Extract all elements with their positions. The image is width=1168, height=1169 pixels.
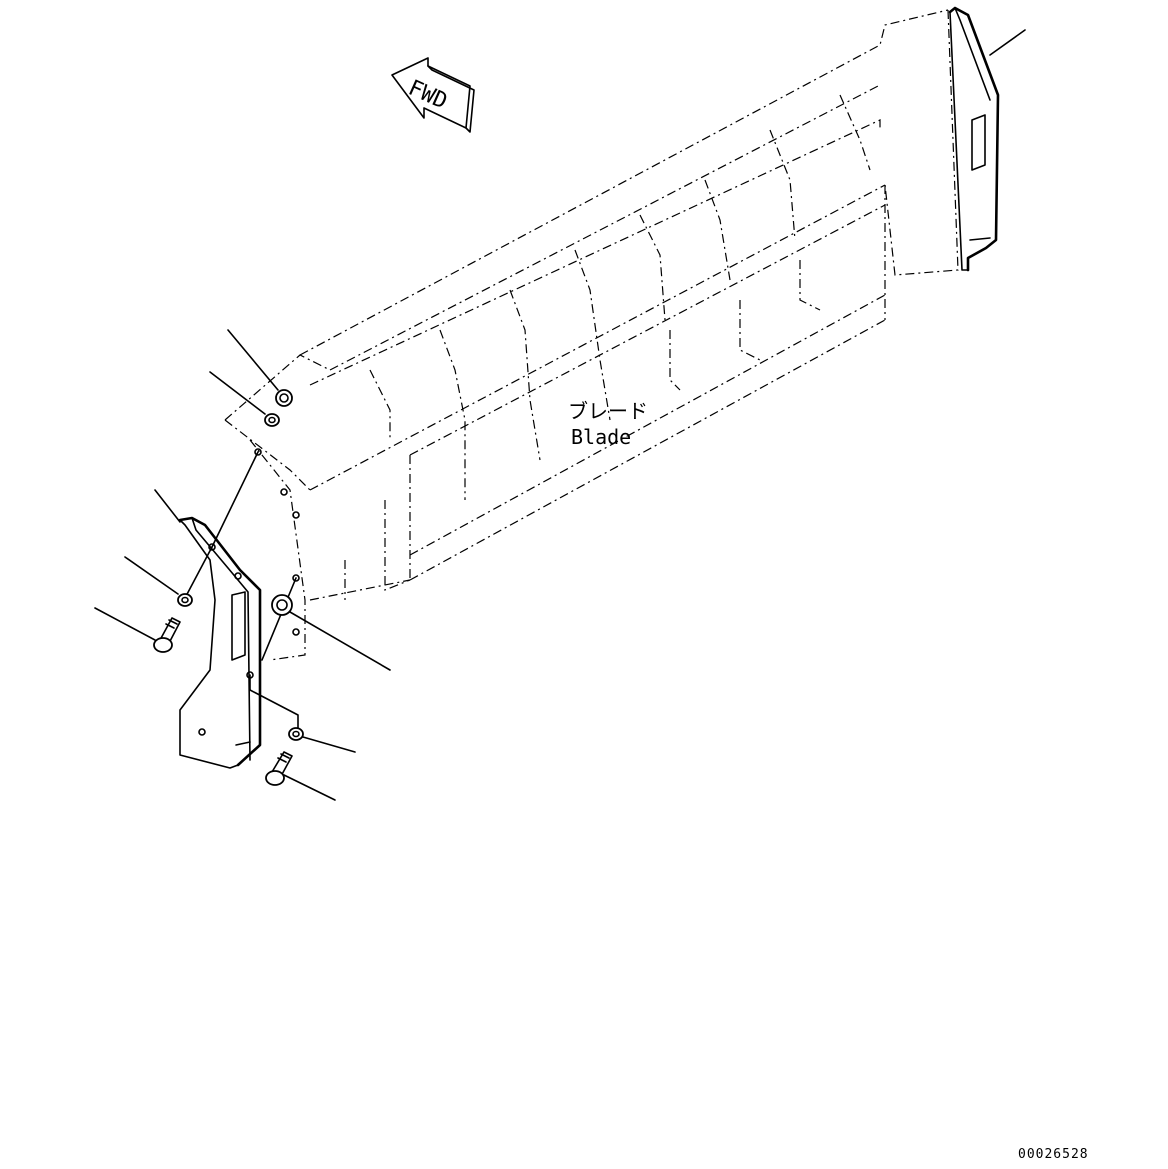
bolt-hole [208,543,216,551]
drawing-code: 00026528 [1018,1147,1089,1162]
washer [124,556,193,607]
nut [227,329,293,407]
right-end-bit [948,6,1026,272]
bolt-hole [292,628,300,636]
alignment-lines [184,451,299,731]
bolt-hole [254,448,262,456]
bolt-hole [292,511,300,519]
bolt-hole [280,488,288,496]
blade-label-en: Blade [571,425,631,449]
bolt [265,751,336,801]
washer [209,371,280,427]
bolt-hole [198,728,206,736]
leader-line [989,29,1026,56]
bolt [94,607,181,653]
nut [271,594,391,671]
leader-line [154,489,181,523]
blade-label-jp: ブレード [568,399,648,423]
bolt-hole [234,572,242,580]
blade-outline [224,9,959,661]
left-end-bit [178,448,300,769]
washer [288,727,356,753]
fwd-label: FWD [404,76,450,115]
bolt-hole [292,574,300,582]
fwd-arrow: FWD [391,57,475,133]
